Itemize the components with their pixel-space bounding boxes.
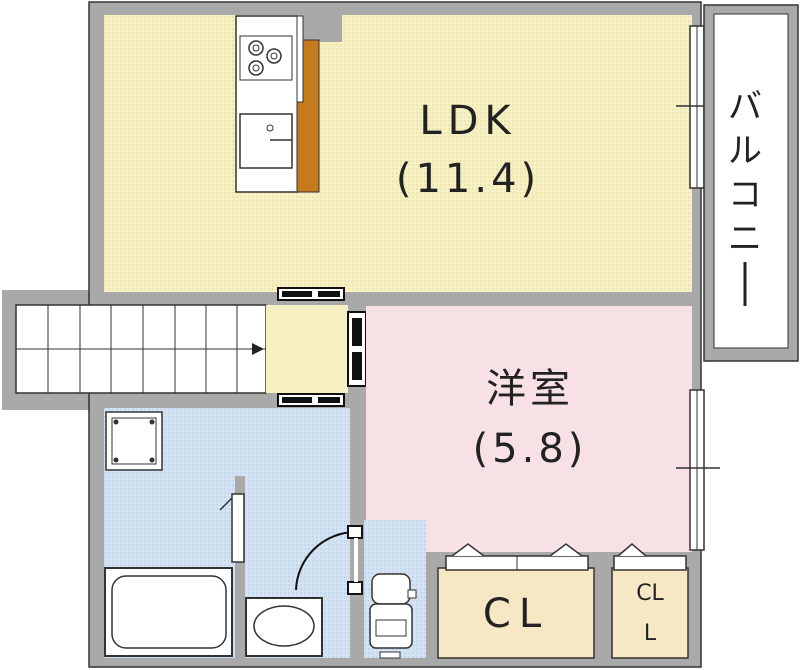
ldk-name: LDK <box>419 98 516 144</box>
balcony-char-1: バ <box>728 87 762 127</box>
kitchen <box>235 15 320 193</box>
sink-icon <box>239 113 293 169</box>
closet-small-letter-l: L <box>644 621 657 646</box>
staircase <box>15 304 267 394</box>
ldk-floor <box>104 15 692 292</box>
balcony-char-4: ニ <box>728 219 762 259</box>
bathroom-door <box>219 493 245 563</box>
washing-machine-icon <box>105 411 163 471</box>
ldk-area: (11.4) <box>396 156 540 202</box>
closet-small <box>611 567 689 659</box>
closet-large-label: CL <box>483 591 549 637</box>
hall-doors <box>277 287 367 407</box>
stove-icon <box>239 35 293 81</box>
washbasin-icon <box>245 597 323 657</box>
toilet-icon <box>369 573 417 659</box>
closet-large <box>437 567 595 659</box>
closet-small-label: CL <box>636 581 664 606</box>
balcony: バ ル コ ニ <box>703 4 799 362</box>
western-floor <box>366 306 692 552</box>
balcony-char-3: コ <box>728 175 762 215</box>
western-window <box>676 389 720 551</box>
bathtub-icon <box>104 567 233 657</box>
closet-doors <box>445 543 687 571</box>
western-name: 洋室 <box>486 366 574 412</box>
toilet-door <box>295 525 363 595</box>
hallway-floor <box>266 305 348 393</box>
western-area: (5.8) <box>473 426 588 472</box>
balcony-char-2: ル <box>728 131 762 171</box>
